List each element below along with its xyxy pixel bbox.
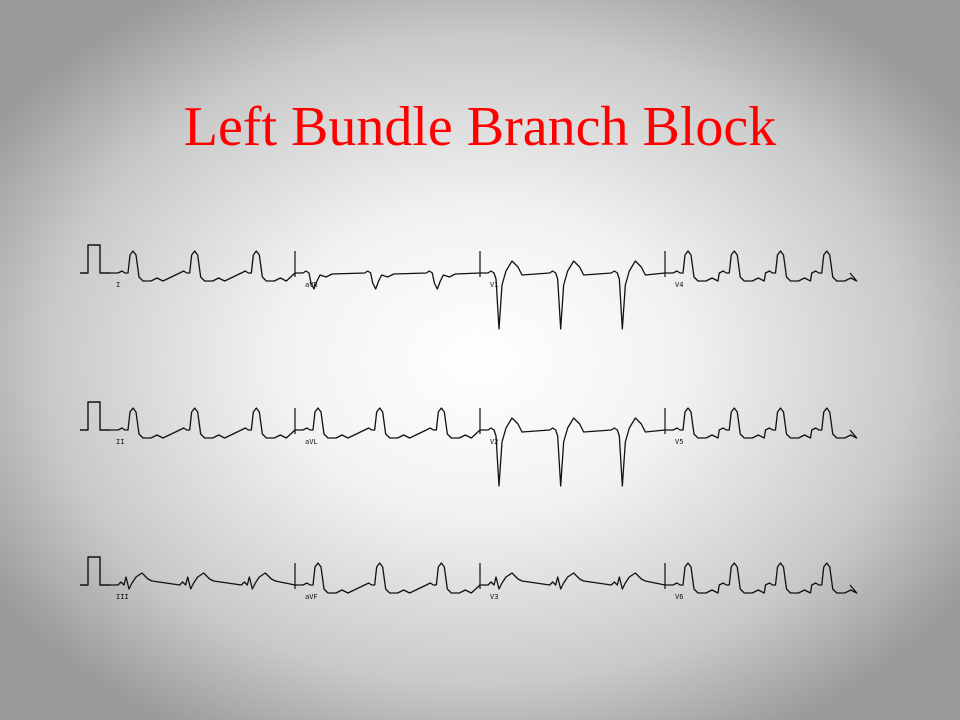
- lead-label: V5: [675, 438, 683, 446]
- ecg-trace-segment: [480, 572, 666, 590]
- ecg-trace-segment: [665, 407, 858, 439]
- calibration-pulse: [80, 401, 110, 431]
- lead-label: V3: [490, 593, 498, 601]
- lead-label: II: [116, 438, 124, 446]
- calibration-pulse: [80, 556, 110, 586]
- ecg-trace-segment: [295, 407, 481, 439]
- lead-label: aVL: [305, 438, 318, 446]
- ecg-trace-segment: [110, 407, 296, 439]
- ecg-trace-segment: [295, 562, 481, 594]
- lead-label: I: [116, 281, 120, 289]
- ecg-trace-segment: [665, 562, 858, 594]
- ecg-trace-segment: [480, 260, 666, 330]
- lead-label: V4: [675, 281, 683, 289]
- lead-label: V2: [490, 438, 498, 446]
- ecg-trace-segment: [295, 270, 481, 290]
- calibration-pulse: [80, 244, 110, 274]
- ecg-trace-segment: [480, 417, 666, 487]
- ecg-trace-segment: [665, 250, 858, 282]
- lead-label: aVF: [305, 593, 318, 601]
- lead-label: aVR: [305, 281, 318, 289]
- ecg-trace-segment: [110, 250, 296, 282]
- lead-label: V1: [490, 281, 498, 289]
- ecg-trace-segment: [110, 572, 296, 590]
- lead-label: III: [116, 593, 129, 601]
- slide-title: Left Bundle Branch Block: [183, 96, 777, 158]
- lead-label: V6: [675, 593, 683, 601]
